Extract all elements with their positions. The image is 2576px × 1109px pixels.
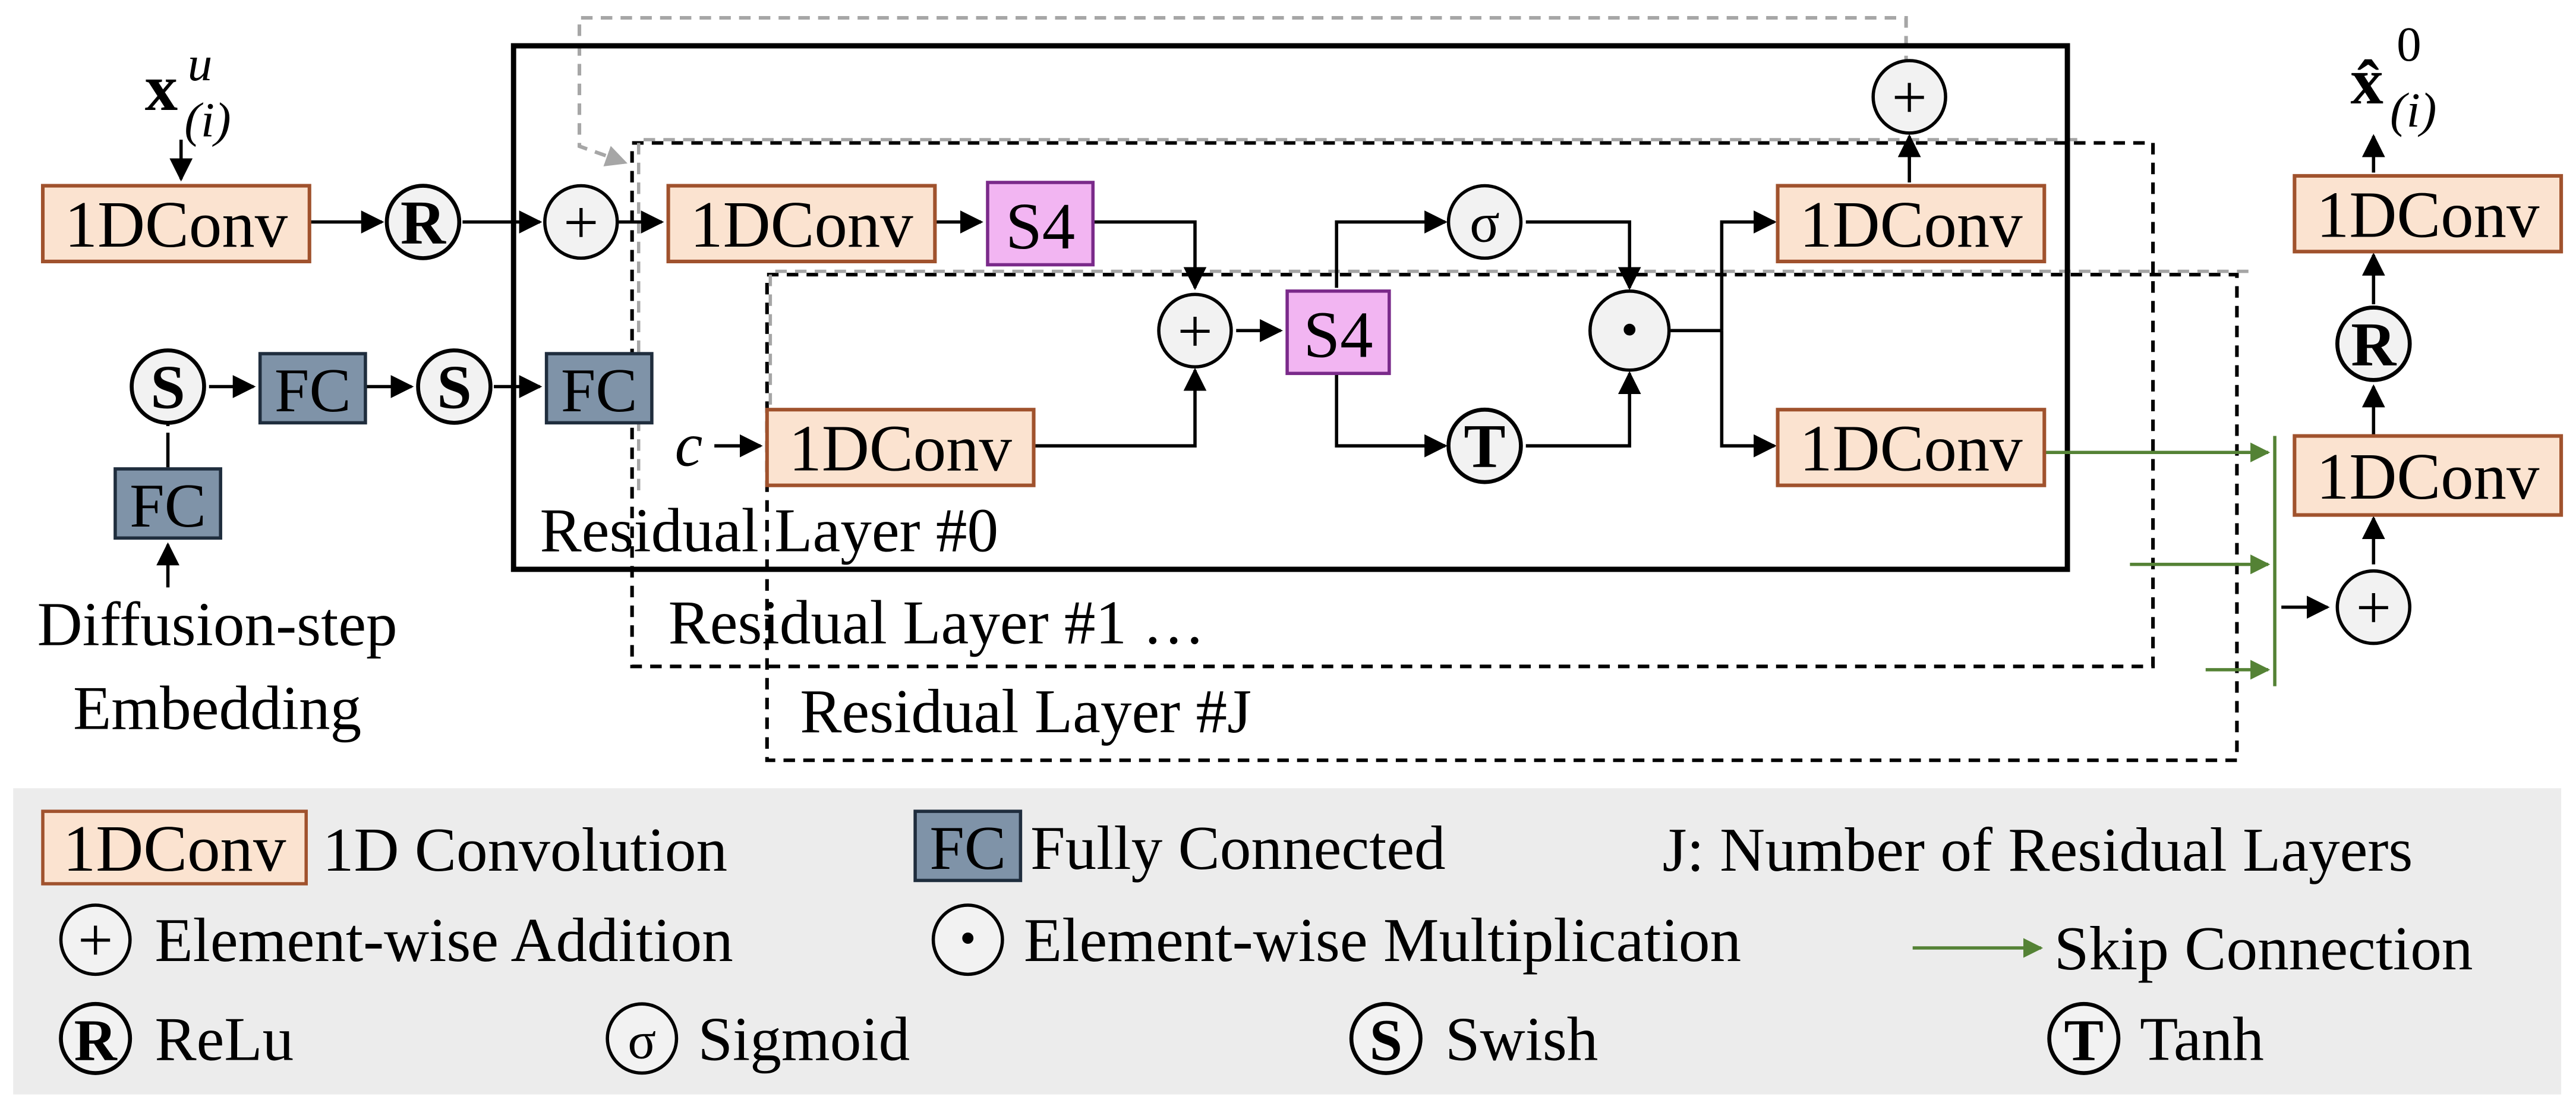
swish-op-1-label: S xyxy=(150,352,185,421)
residual-layer-1-label: Residual Layer #1 … xyxy=(669,588,1205,657)
legend-sigmoid-symbol-text: σ xyxy=(628,1012,656,1070)
legend-fc-symbol: FC xyxy=(929,813,1006,883)
conv-skip-out-label: 1DConv xyxy=(1799,412,2023,485)
conv-residual-out-label: 1DConv xyxy=(1799,188,2023,261)
residual-layer-0-frame xyxy=(510,43,2070,572)
swish-op-1: S xyxy=(130,348,206,425)
conv-output-1: 1DConv xyxy=(2293,434,2564,517)
s4-block-2-label: S4 xyxy=(1303,298,1373,371)
output-x-superscript: 0 xyxy=(2397,17,2421,71)
conv-input-label: 1DConv xyxy=(65,188,288,261)
s4-block-1-label: S4 xyxy=(1005,190,1075,263)
residual-layer-J-label: Residual Layer #J xyxy=(800,676,1251,746)
add-op-entry-label: + xyxy=(563,187,598,257)
legend-conv-swatch: 1DConv xyxy=(41,809,308,886)
conv-output-1-label: 1DConv xyxy=(2316,440,2540,513)
legend-sigmoid-desc: Sigmoid xyxy=(698,1004,910,1073)
relu-op-input: R xyxy=(384,184,462,260)
input-x-label: x xyxy=(145,51,178,124)
residual-layer-0-label: Residual Layer #0 xyxy=(540,495,999,565)
legend-skip-desc: Skip Connection xyxy=(2054,913,2473,983)
fc-embed-2: FC xyxy=(258,352,367,425)
residual-layer-J-frame xyxy=(765,273,2239,763)
condition-c-label: c xyxy=(675,409,703,479)
add-op-output-label: + xyxy=(2356,573,2391,642)
legend-swish-symbol-text: S xyxy=(1370,1007,1402,1073)
legend-add-symbol-text: + xyxy=(78,905,113,975)
legend-swish-symbol: S xyxy=(1349,1001,1423,1075)
add-op-output: + xyxy=(2335,569,2412,645)
conv-residual-out: 1DConv xyxy=(1776,184,2047,263)
arrow-sigmoid-to-mul xyxy=(1525,220,1641,291)
relu-op-input-label: R xyxy=(401,187,446,257)
fc-embed-3-label: FC xyxy=(561,355,638,425)
fc-embed-1-label: FC xyxy=(130,471,206,540)
legend-mul-desc: Element-wise Multiplication xyxy=(1024,905,1741,975)
add-op-entry: + xyxy=(543,184,619,260)
legend-add-symbol: + xyxy=(59,903,132,976)
embedding-label-line1: Diffusion-step xyxy=(37,589,398,659)
conv-residual-entry: 1DConv xyxy=(666,184,937,263)
legend-tanh-symbol: T xyxy=(2047,1001,2121,1075)
legend-fc-desc: Fully Connected xyxy=(1030,813,1446,883)
add-op-center: + xyxy=(1157,292,1233,368)
input-x-superscript: u xyxy=(188,36,213,91)
s4-block-2: S4 xyxy=(1285,289,1391,376)
fc-embed-3: FC xyxy=(544,352,654,425)
conv-condition: 1DConv xyxy=(765,408,1036,487)
fc-embed-2-label: FC xyxy=(275,355,351,425)
multiply-op-label: · xyxy=(1618,289,1642,370)
arrow-mul-to-conv-top xyxy=(1720,210,1777,331)
add-op-residual: + xyxy=(1871,59,1947,135)
legend-mul-symbol: · xyxy=(931,900,1004,976)
legend-sigmoid-symbol: σ xyxy=(606,1002,679,1075)
legend-swish-desc: Swish xyxy=(1445,1004,1598,1073)
s4-block-1: S4 xyxy=(986,181,1095,267)
fc-embed-1: FC xyxy=(113,467,222,540)
relu-op-output: R xyxy=(2335,305,2412,382)
legend-panel xyxy=(13,788,2562,1095)
gray-loop-inner-1 xyxy=(636,138,2077,496)
legend-fc-swatch: FC xyxy=(913,809,1023,883)
swish-op-2: S xyxy=(416,348,493,425)
legend-relu-desc: ReLu xyxy=(155,1004,294,1073)
legend-conv-symbol: 1DConv xyxy=(63,812,286,885)
tanh-op: T xyxy=(1446,407,1523,484)
conv-output-2-label: 1DConv xyxy=(2316,178,2540,251)
relu-op-output-label: R xyxy=(2351,309,2397,379)
add-op-center-label: + xyxy=(1177,296,1212,366)
arrow-cconv-to-add xyxy=(1033,367,1207,448)
arrow-s4b-to-sigmoid xyxy=(1335,210,1448,288)
conv-residual-entry-label: 1DConv xyxy=(690,188,913,261)
legend-mul-symbol-text: · xyxy=(956,900,979,976)
arrow-s4b-to-tanh xyxy=(1335,373,1448,458)
output-x-subscript: (i) xyxy=(2390,83,2436,137)
legend-tanh-symbol-text: T xyxy=(2064,1007,2104,1073)
conv-input: 1DConv xyxy=(40,184,311,263)
swish-op-2-label: S xyxy=(437,352,472,421)
add-op-residual-label: + xyxy=(1891,62,1927,132)
legend-conv-desc: 1D Convolution xyxy=(323,815,727,884)
gray-loop-inner-2 xyxy=(768,269,2249,413)
sigmoid-op: σ xyxy=(1446,184,1523,260)
embedding-label-line2: Embedding xyxy=(73,673,361,743)
legend-relu-symbol: R xyxy=(59,1001,133,1075)
conv-skip-out: 1DConv xyxy=(1776,408,2047,487)
conv-condition-label: 1DConv xyxy=(789,412,1012,485)
arrow-mul-to-conv-bottom xyxy=(1720,330,1777,458)
arrow-tanh-to-mul xyxy=(1525,371,1641,448)
legend-j-desc: J: Number of Residual Layers xyxy=(1663,815,2413,884)
legend-relu-symbol-text: R xyxy=(74,1007,118,1073)
multiply-op: · xyxy=(1588,289,1671,372)
output-x-label: x̂ xyxy=(2351,45,2383,118)
input-x-subscript: (i) xyxy=(184,92,231,147)
sigmoid-op-label: σ xyxy=(1470,193,1500,254)
conv-output-2: 1DConv xyxy=(2293,174,2564,254)
tanh-op-label: T xyxy=(1464,411,1505,481)
legend-add-desc: Element-wise Addition xyxy=(155,905,733,975)
arrow-s4a-to-add xyxy=(1093,220,1207,291)
legend-tanh-desc: Tanh xyxy=(2140,1004,2264,1073)
